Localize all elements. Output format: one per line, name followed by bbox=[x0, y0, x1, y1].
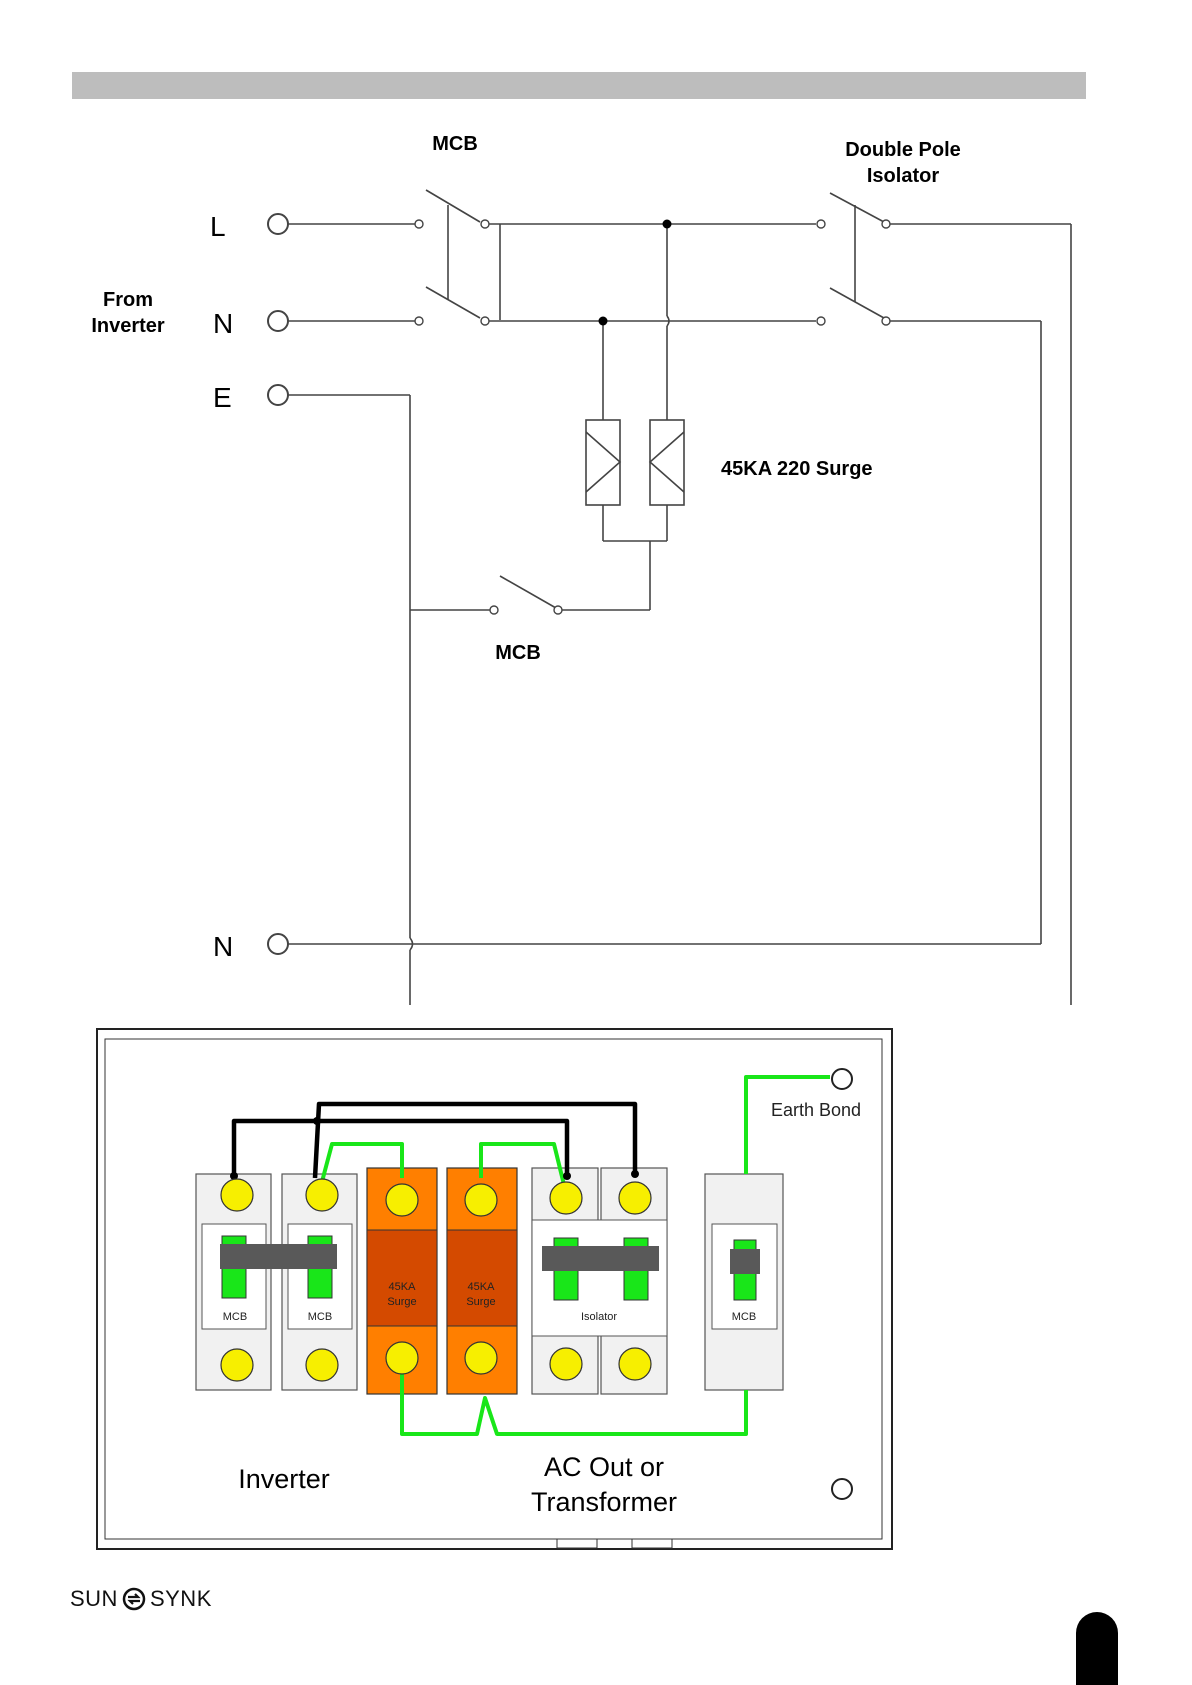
board-mcb3-label: MCB bbox=[732, 1311, 756, 1323]
board-surge2-label-line2: Surge bbox=[466, 1296, 495, 1308]
earth-bond-label: Earth Bond bbox=[771, 1100, 861, 1120]
board-mcb1-label: MCB bbox=[223, 1311, 247, 1323]
logo-text-sun: SUN bbox=[70, 1586, 118, 1612]
sunsynk-logo: SUN SYNK bbox=[70, 1586, 212, 1612]
board-surge1-label-line1: 45KA bbox=[389, 1281, 417, 1293]
sunsynk-mark-icon bbox=[122, 1587, 146, 1611]
board-isolator-label: Isolator bbox=[581, 1311, 617, 1323]
logo-text-synk: SYNK bbox=[150, 1586, 212, 1612]
inverter-label: Inverter bbox=[238, 1464, 330, 1494]
ac-out-label-line1: AC Out or bbox=[544, 1452, 664, 1482]
board-surge2-label-line1: 45KA bbox=[468, 1281, 496, 1293]
ac-out-label-line2: Transformer bbox=[531, 1487, 677, 1517]
board-surge1-label-line2: Surge bbox=[387, 1296, 416, 1308]
board-mcb2-label: MCB bbox=[308, 1311, 332, 1323]
page-tab bbox=[1076, 1612, 1118, 1685]
